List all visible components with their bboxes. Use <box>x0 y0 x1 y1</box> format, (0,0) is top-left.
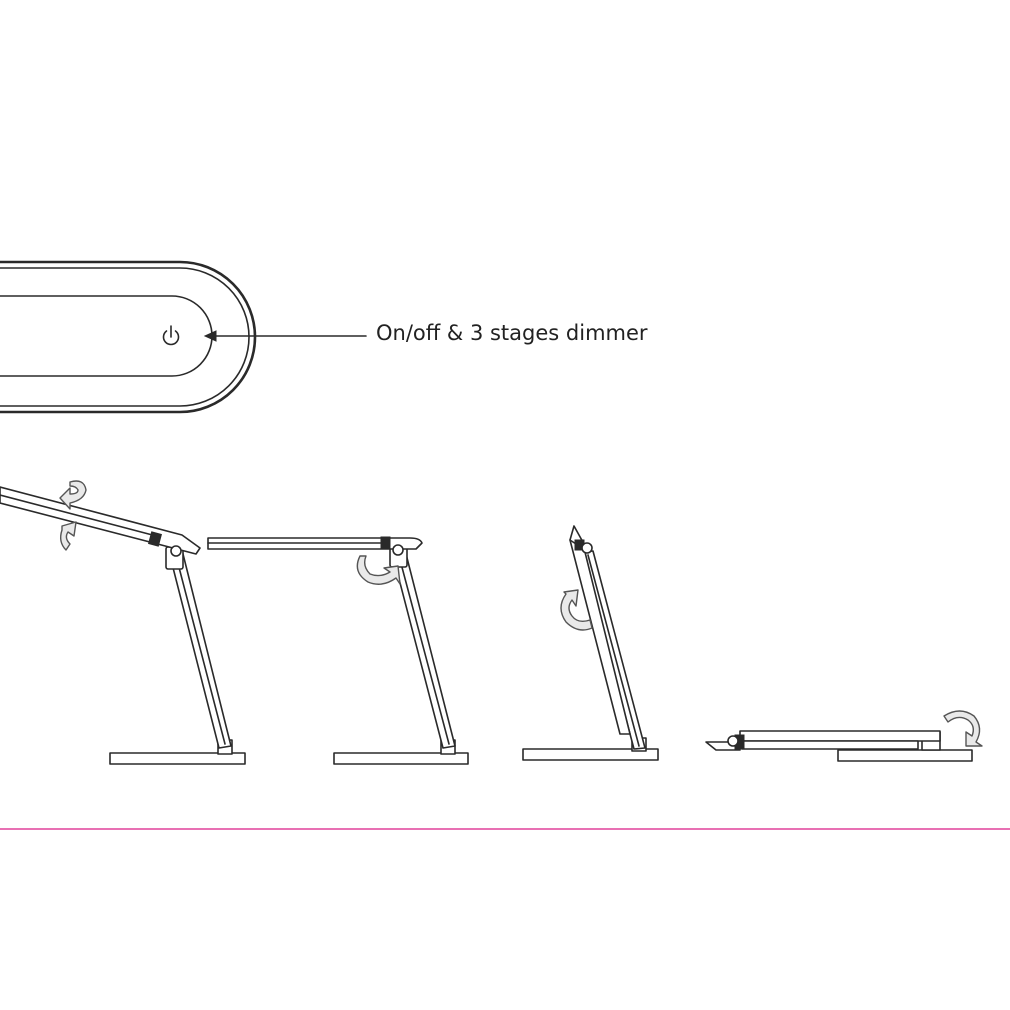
lamp-head-closeup <box>0 260 257 414</box>
power-icon <box>162 325 180 346</box>
rotate-arrow-icon <box>356 555 401 585</box>
rotate-arrow-icon <box>560 589 593 631</box>
dimmer-callout: On/off & 3 stages dimmer <box>203 321 648 345</box>
lamp-position-tilted <box>0 480 246 765</box>
rotate-arrow-icon <box>943 710 983 747</box>
arrow-left-icon <box>203 330 217 342</box>
lamp-position-horizontal <box>207 536 469 765</box>
lamp-position-upright <box>522 525 659 761</box>
rotate-arrow-icon <box>59 480 87 510</box>
lamp-position-folded <box>705 710 983 762</box>
dimmer-label: On/off & 3 stages dimmer <box>376 321 648 345</box>
rotate-arrow-icon <box>59 521 77 551</box>
